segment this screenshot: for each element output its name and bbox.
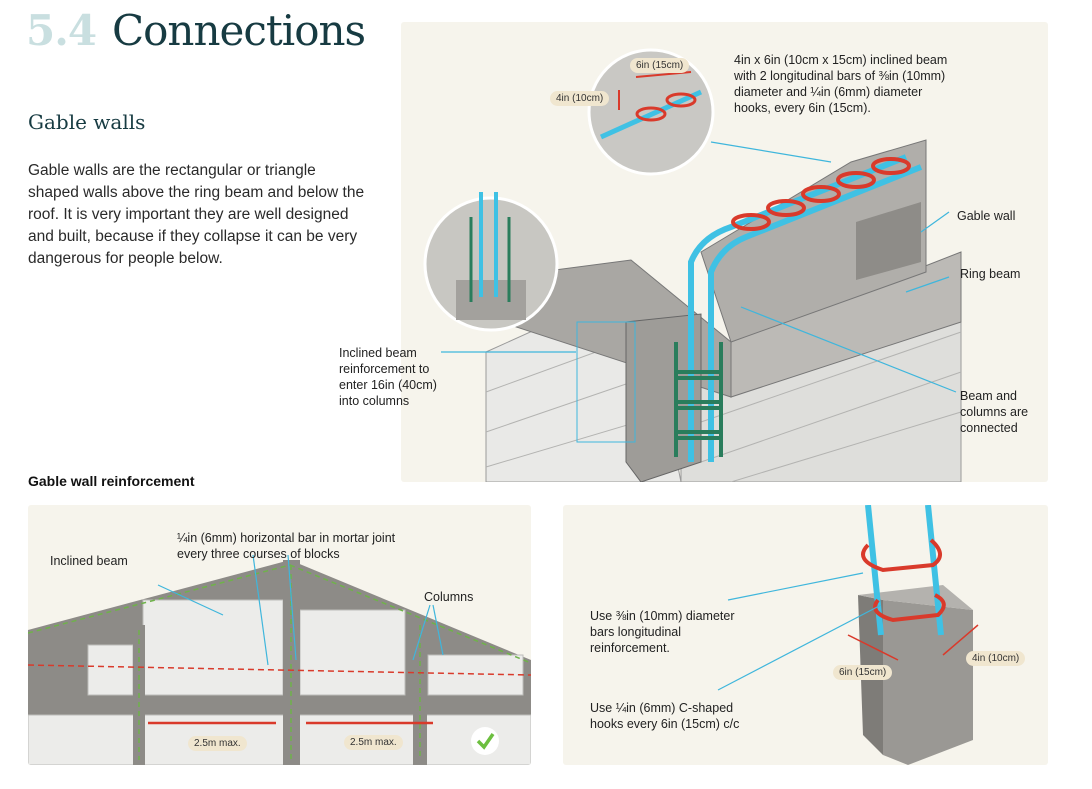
zoom-circle-left [423,192,559,332]
hook-shapes [731,157,911,231]
check-badge [471,727,499,755]
column-detail-illustration [717,505,979,765]
tag-4in-top: 4in (10cm) [550,91,610,106]
horizontal-bar-note: ¼in (6mm) horizontal bar in mortar joint… [177,531,396,561]
reinforcement-heading: Gable wall reinforcement [28,473,195,489]
tag-6in-detail: 6in (15cm) [833,665,893,680]
block-courses [28,599,531,765]
hooks-note: Use ¼in (6mm) C-shaped hooks every 6in (… [590,701,740,731]
gable-wall-label: Gable wall [957,209,1016,223]
beam-spec-note: 4in x 6in (10cm x 15cm) inclined beam wi… [734,53,948,115]
longitudinal-note: Use ⅜in (10mm) diameter bars longitudina… [590,609,735,655]
detail-panel [563,505,1048,765]
inclined-beam-label: Inclined beam [50,554,128,568]
columns-label: Columns [424,590,474,604]
max-spacing-left: 2.5m max. [188,736,247,751]
tag-4in-detail: 4in (10cm) [966,651,1026,666]
tag-6in-top: 6in (15cm) [630,58,690,73]
inclined-beam-note: Inclined beam reinforcement to enter 16i… [339,346,437,408]
max-spacing-right: 2.5m max. [344,735,403,750]
section-body: Gable walls are the rectangular or trian… [28,162,365,267]
top-figure-panel [401,22,1048,483]
gable-connection-illustration [423,48,962,483]
check-icon [476,733,495,750]
page-title: Connections [112,6,366,55]
connected-note: Beam and columns are connected [960,389,1029,435]
ring-beam-label: Ring beam [960,267,1021,281]
section-number: 5.4 [26,6,97,55]
zoom-circle-top [587,48,715,176]
gable-wall-elevation [28,554,531,765]
section-subtitle: Gable walls [28,110,146,134]
reinforcement-panel [28,505,531,765]
